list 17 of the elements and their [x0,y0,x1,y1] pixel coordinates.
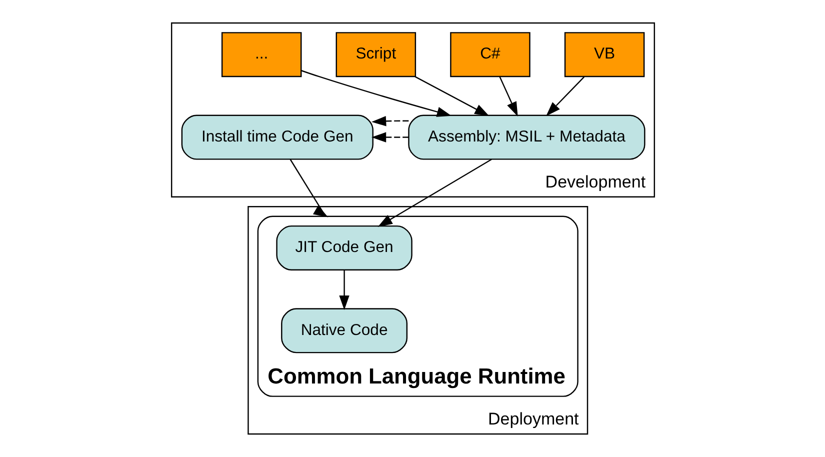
arrow [289,159,328,218]
node-box: C# [450,32,530,78]
arrow [338,270,349,310]
arrow [300,70,452,117]
arrow [414,76,489,116]
arrow [371,116,408,126]
node-box: ... [220,32,302,78]
arrow [498,76,518,117]
arrow [546,76,584,116]
node-box: Install time Code Gen [180,114,373,160]
node-box: Native Code [280,308,408,354]
arrow [371,132,408,142]
node-box: VB [564,32,644,78]
node-box: Assembly: MSIL + Metadata [408,114,645,160]
node-box: Script [335,32,416,78]
arrow [377,158,492,227]
node-box: JIT Code Gen [276,225,412,270]
